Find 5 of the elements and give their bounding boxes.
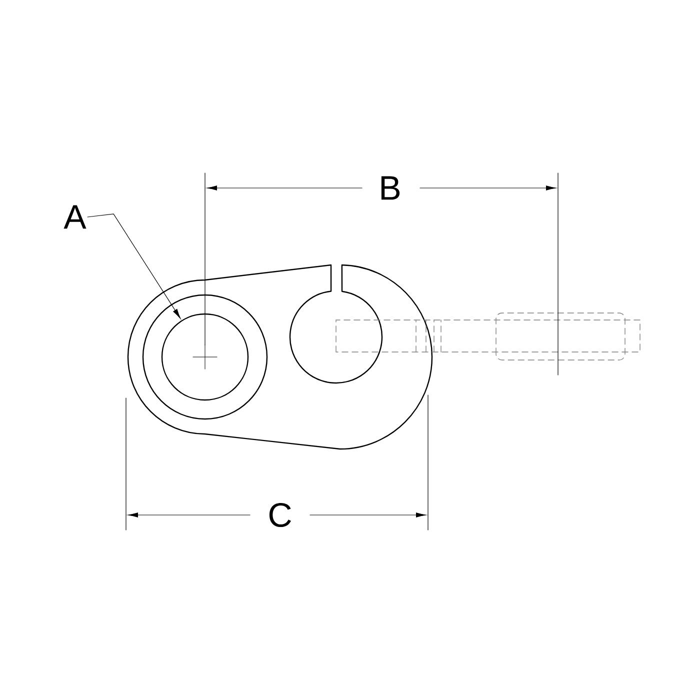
leader-line — [87, 214, 181, 319]
dimension-label: C — [269, 502, 291, 528]
callout-letter: A — [64, 205, 86, 229]
dimension-label: B — [381, 176, 400, 200]
bore-circle — [161, 313, 249, 401]
